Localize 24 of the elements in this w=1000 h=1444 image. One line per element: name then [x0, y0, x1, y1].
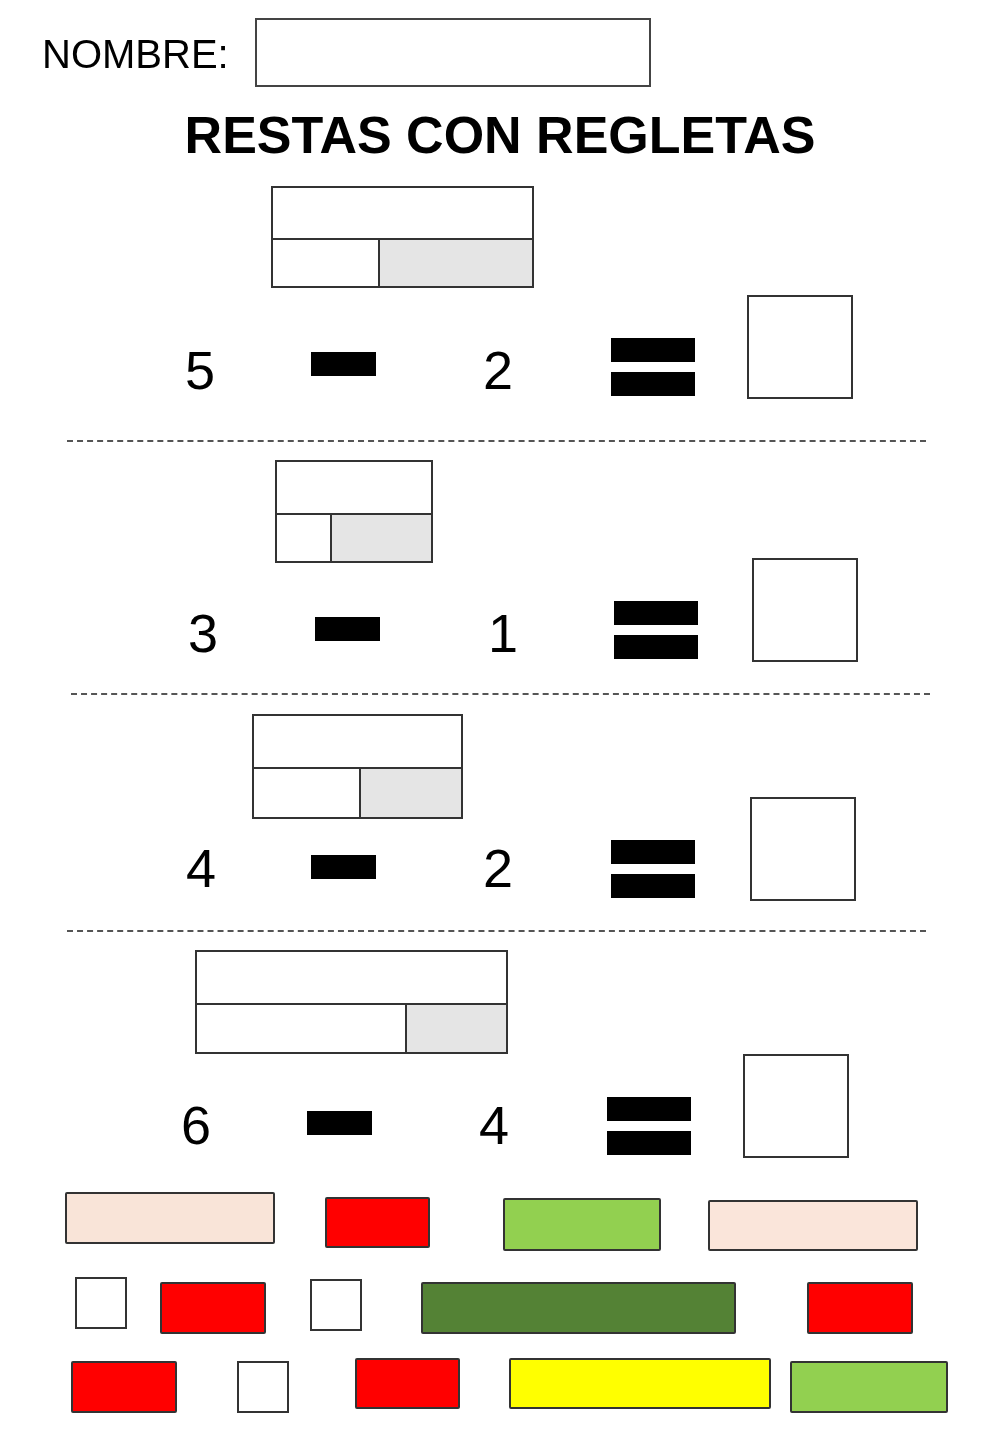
number-rod — [325, 1197, 430, 1248]
number-rod — [790, 1361, 948, 1413]
unit-cube — [237, 1361, 289, 1413]
number-label: 6 — [181, 1095, 212, 1155]
title: RESTAS CON REGLETAS — [183, 105, 817, 166]
number-rod — [65, 1192, 275, 1244]
number-label: 4 — [186, 838, 217, 898]
number-rod — [71, 1361, 177, 1413]
unit-cube — [310, 1279, 362, 1331]
number-rod — [355, 1358, 460, 1409]
number-rod — [807, 1282, 913, 1334]
number-rod — [708, 1200, 918, 1251]
number-label: 2 — [483, 838, 514, 898]
number-rod — [160, 1282, 266, 1334]
number-rod — [421, 1282, 736, 1334]
number-label: 4 — [479, 1095, 510, 1155]
number-label: 5 — [185, 340, 216, 400]
name-label: NOMBRE: — [42, 31, 229, 78]
number-rod — [503, 1198, 661, 1251]
number-label: 1 — [488, 603, 519, 663]
number-rod — [509, 1358, 771, 1409]
number-label: 2 — [483, 340, 514, 400]
unit-cube — [75, 1277, 127, 1329]
number-label: 3 — [188, 603, 219, 663]
